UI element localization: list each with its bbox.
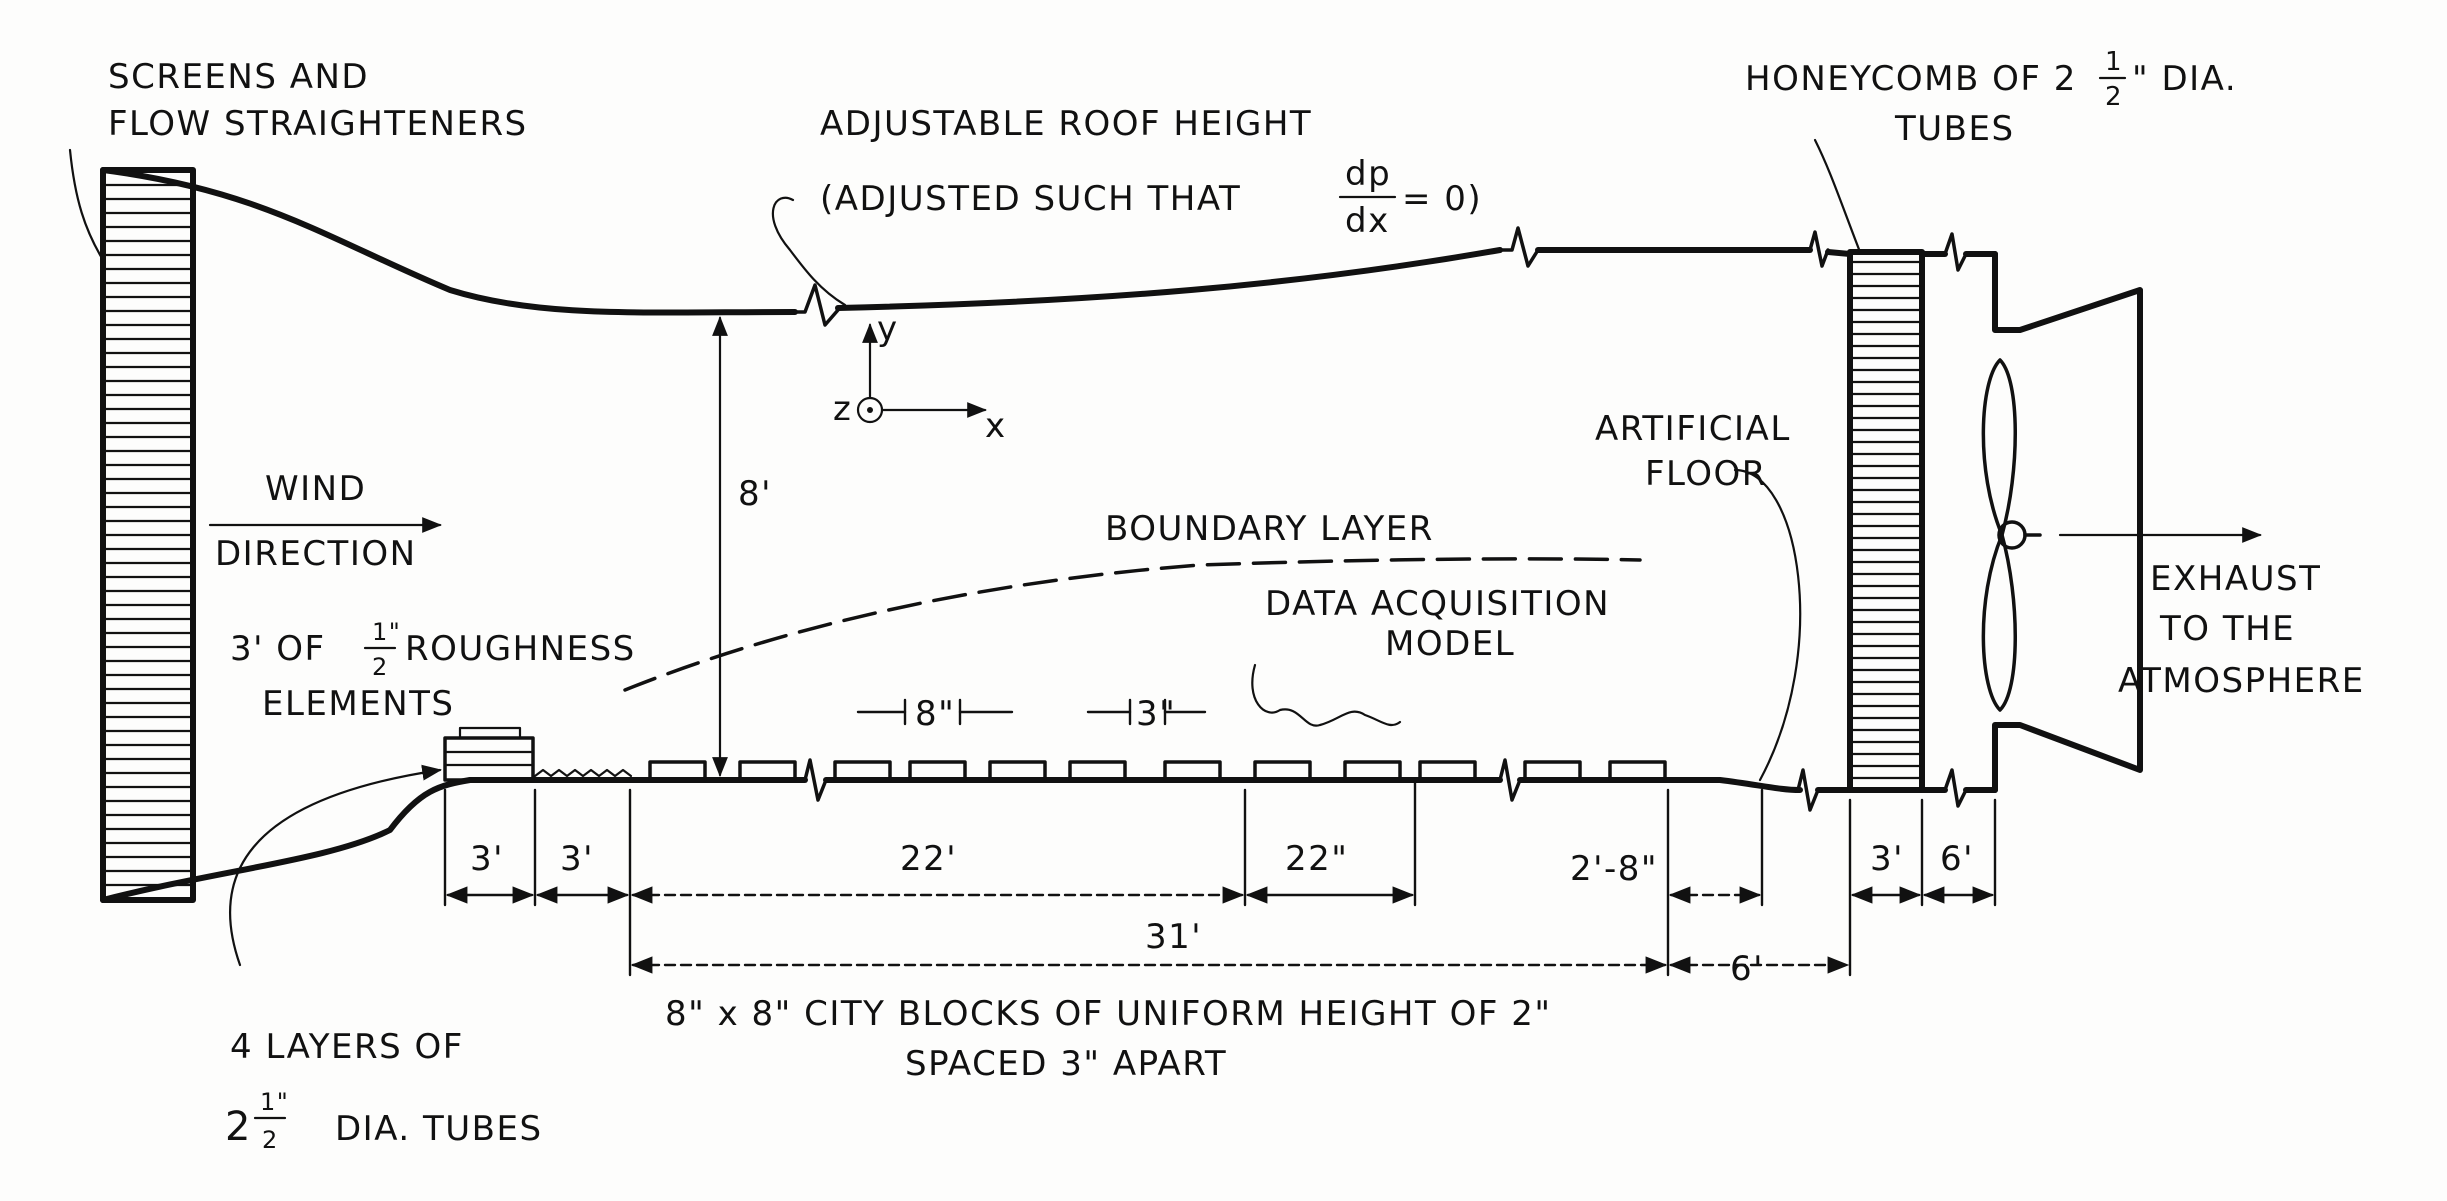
city-block xyxy=(988,760,1047,782)
dx-label: dx xyxy=(1345,201,1390,241)
honeycomb-frac-den: 2 xyxy=(2105,82,2123,112)
adjusted-label: (ADJUSTED SUCH THAT xyxy=(820,179,1241,219)
inlet-screens xyxy=(100,167,196,903)
floor-break xyxy=(803,758,828,802)
roughness-suffix: ROUGHNESS xyxy=(405,629,636,669)
city-blocks-line1: 8" x 8" CITY BLOCKS OF UNIFORM HEIGHT OF… xyxy=(665,994,1551,1034)
roof-break xyxy=(793,283,840,327)
boundary-layer-line xyxy=(623,557,1642,692)
roughness-strip xyxy=(533,768,633,778)
roof-break xyxy=(1498,226,1540,268)
inlet-screen-hatching xyxy=(103,183,193,887)
honeycomb-frac-num: 1 xyxy=(2105,47,2123,77)
fan xyxy=(1981,358,2262,712)
direction-label: DIRECTION xyxy=(215,534,417,574)
fan-blade-upper xyxy=(1981,358,2017,537)
dim-3ft-b: 3' xyxy=(560,839,594,879)
screens-label-line1: SCREENS AND xyxy=(108,57,369,97)
honeycomb-leader xyxy=(1813,138,1862,254)
roof-label: ADJUSTABLE ROOF HEIGHT xyxy=(820,104,1312,144)
exhaust-label-line3: ATMOSPHERE xyxy=(2118,661,2365,701)
model-label: MODEL xyxy=(1385,624,1515,664)
dim-3ft-c: 3' xyxy=(1870,839,1904,879)
screens-label-line2: FLOW STRAIGHTENERS xyxy=(108,104,528,144)
city-block xyxy=(1068,760,1127,782)
roof-leader xyxy=(771,196,847,307)
roof-break xyxy=(1943,232,1968,272)
x-axis-label: x xyxy=(985,406,1007,446)
tubes-label: TUBES xyxy=(1894,109,2015,149)
dp-label: dp xyxy=(1345,154,1391,194)
boundary-layer-label: BOUNDARY LAYER xyxy=(1105,509,1434,549)
roof-segment xyxy=(1825,249,1853,257)
honeycomb-label: HONEYCOMB OF 2 xyxy=(1745,59,2077,99)
elements-label: ELEMENTS xyxy=(262,684,455,724)
contraction-roof xyxy=(100,167,798,316)
coordinate-axes xyxy=(856,323,987,424)
city-block xyxy=(1418,760,1477,782)
layers-whole: 2 xyxy=(225,1104,252,1150)
layers-label-line1: 4 LAYERS OF xyxy=(230,1027,464,1067)
leader-lines xyxy=(68,138,1862,967)
city-block xyxy=(1163,760,1222,782)
dim-22ft: 22' xyxy=(900,839,957,879)
data-acq-label: DATA ACQUISITION xyxy=(1265,584,1610,624)
layers-frac-num: 1" xyxy=(260,1088,289,1116)
dimension-lines xyxy=(443,698,1997,977)
honeycomb xyxy=(1847,249,1925,793)
contraction-floor xyxy=(100,777,473,903)
city-block xyxy=(908,760,967,782)
city-block xyxy=(648,760,707,782)
city-blocks xyxy=(648,760,1667,782)
dim-2ft8in: 2'-8" xyxy=(1570,849,1658,889)
roughness-elements xyxy=(443,726,633,782)
floor-break xyxy=(1943,768,1968,808)
dim-3ft-a: 3' xyxy=(470,839,504,879)
data-acq-brace xyxy=(1251,663,1402,727)
layers-leader xyxy=(228,764,442,967)
adjusted-suffix: = 0) xyxy=(1402,179,1482,219)
layers-frac-den: 2 xyxy=(262,1126,279,1154)
layers-suffix: DIA. TUBES xyxy=(335,1109,543,1149)
exhaust-label-line1: EXHAUST xyxy=(2150,559,2321,599)
floor-break xyxy=(1498,758,1522,802)
y-axis-label: y xyxy=(877,309,899,349)
roof-break xyxy=(1808,230,1830,268)
floor-leader xyxy=(1733,468,1802,782)
roughness-frac-den: 2 xyxy=(372,653,389,681)
dim-6ft-b: 6' xyxy=(1730,949,1764,989)
gap-size-label: 3" xyxy=(1136,694,1176,734)
roughness-prefix: 3' OF xyxy=(230,629,326,669)
exhaust-label-line2: TO THE xyxy=(2159,609,2295,649)
wind-label: WIND xyxy=(265,469,366,509)
honeycomb-suffix: " DIA. xyxy=(2132,59,2237,99)
city-block xyxy=(1523,760,1582,782)
height-label: 8' xyxy=(738,474,772,514)
block-size-label: 8" xyxy=(915,694,955,734)
screens-leader xyxy=(68,148,105,262)
roughness-frac-num: 1" xyxy=(372,618,401,646)
dim-6ft-a: 6' xyxy=(1940,839,1974,879)
labels: SCREENS AND FLOW STRAIGHTENERS ADJUSTABL… xyxy=(108,47,2365,1154)
honeycomb-hatching xyxy=(1850,260,1922,780)
dim-22in: 22" xyxy=(1285,839,1348,879)
z-axis-label: z xyxy=(833,389,852,429)
city-block xyxy=(738,760,797,782)
dim-31ft: 31' xyxy=(1145,917,1202,957)
city-block xyxy=(833,760,892,782)
city-blocks-line2: SPACED 3" APART xyxy=(905,1044,1227,1084)
data-model-block xyxy=(1343,760,1402,782)
fan-blade-lower xyxy=(1981,533,2017,712)
floor-break xyxy=(1796,768,1820,812)
city-block xyxy=(1608,760,1667,782)
artificial-label: ARTIFICIAL xyxy=(1595,409,1791,449)
floor-label: FLOOR xyxy=(1645,454,1767,494)
fan-housing xyxy=(1992,251,2143,793)
test-section-roof xyxy=(835,247,1503,311)
data-model-block xyxy=(1253,760,1312,782)
